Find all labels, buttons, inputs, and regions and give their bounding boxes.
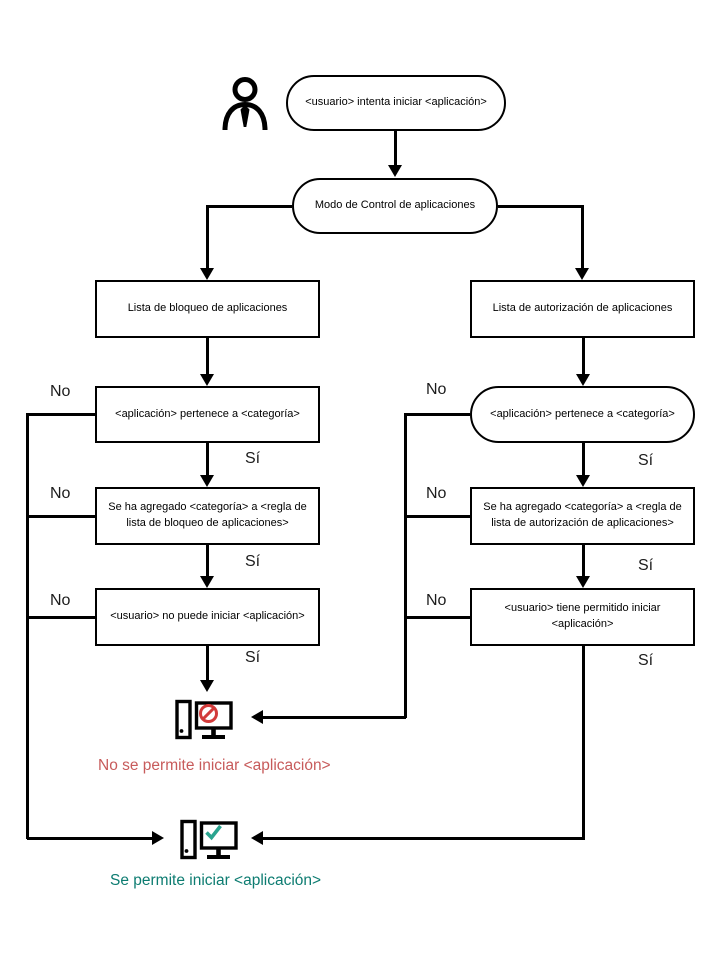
label-no-right-2: No — [426, 485, 447, 502]
edge-mode-to-allowlist-v — [581, 205, 584, 268]
edge-right-no-trunk — [404, 413, 407, 718]
label-no-left-2: No — [50, 485, 71, 502]
node-left-rule-label: Se ha agregado <categoría> a <regla de l… — [108, 501, 307, 529]
arrowhead-mode-to-blocklist — [200, 268, 214, 280]
node-right-rule: Se ha agregado <categoría> a <regla de l… — [470, 487, 695, 545]
node-right-result-label: <usuario> tiene permitido iniciar <aplic… — [504, 602, 661, 630]
node-allowlist: Lista de autorización de aplicaciones — [470, 280, 695, 338]
node-left-rule: Se ha agregado <categoría> a <regla de l… — [95, 487, 320, 545]
node-right-rule-label: Se ha agregado <categoría> a <regla de l… — [483, 501, 682, 529]
arrowhead-left-rule-to-result — [200, 576, 214, 588]
arrowhead-left-category-to-rule — [200, 475, 214, 487]
edge-allowlist-to-category — [582, 338, 585, 374]
edge-mode-to-blocklist-v — [206, 205, 209, 268]
node-right-category: <aplicación> pertenece a <categoría> — [470, 386, 695, 443]
edge-right-no-3 — [405, 616, 470, 619]
edge-left-no-trunk — [26, 413, 29, 839]
node-blocklist: Lista de bloqueo de aplicaciones — [95, 280, 320, 338]
edge-left-no-to-allowed — [27, 837, 152, 840]
arrowhead-left-no-to-allowed — [152, 831, 164, 845]
edge-left-category-to-rule — [206, 443, 209, 475]
edge-right-result-to-allowed-h — [263, 837, 583, 840]
edge-left-no-3 — [27, 616, 95, 619]
arrowhead-right-to-allowed — [251, 831, 263, 845]
label-no-left-3: No — [50, 592, 71, 609]
computer-allowed-icon — [180, 819, 238, 860]
edge-left-rule-to-result — [206, 545, 209, 576]
node-right-result: <usuario> tiene permitido iniciar <aplic… — [470, 588, 695, 646]
edge-right-no-2 — [405, 515, 470, 518]
edge-left-result-to-blocked — [206, 646, 209, 680]
edge-start-to-mode — [394, 131, 397, 165]
node-start: <usuario> intenta iniciar <aplicación> — [286, 75, 506, 131]
label-yes-left-3: Sí — [245, 649, 261, 666]
edge-right-rule-to-result — [582, 545, 585, 576]
user-icon — [222, 77, 268, 131]
label-no-right-3: No — [426, 592, 447, 609]
node-left-category: <aplicación> pertenece a <categoría> — [95, 386, 320, 443]
computer-blocked-icon — [175, 699, 233, 740]
label-no-left-1: No — [50, 383, 71, 400]
node-left-result: <usuario> no puede iniciar <aplicación> — [95, 588, 320, 646]
arrowhead-start-to-mode — [388, 165, 402, 177]
edge-right-no-to-blocked — [263, 716, 406, 719]
node-mode: Modo de Control de aplicaciones — [292, 178, 498, 234]
label-no-right-1: No — [426, 381, 447, 398]
node-start-label: <usuario> intenta iniciar <aplicación> — [305, 96, 487, 109]
edge-mode-to-blocklist-h — [206, 205, 292, 208]
arrowhead-mode-to-allowlist — [575, 268, 589, 280]
outcome-blocked-text: No se permite iniciar <aplicación> — [98, 757, 331, 774]
edge-mode-to-allowlist-h — [498, 205, 583, 208]
label-yes-right-1: Sí — [638, 452, 654, 469]
edge-right-category-to-rule — [582, 443, 585, 475]
arrowhead-blocklist-to-category — [200, 374, 214, 386]
outcome-allowed-text: Se permite iniciar <aplicación> — [110, 872, 322, 889]
node-right-category-label: <aplicación> pertenece a <categoría> — [490, 407, 675, 420]
label-yes-right-3: Sí — [638, 652, 654, 669]
edge-blocklist-to-category — [206, 338, 209, 374]
edge-left-no-2 — [27, 515, 95, 518]
edge-right-no-1 — [405, 413, 470, 416]
label-yes-left-2: Sí — [245, 553, 261, 570]
label-yes-left-1: Sí — [245, 450, 261, 467]
node-blocklist-label: Lista de bloqueo de aplicaciones — [127, 302, 288, 315]
arrowhead-right-category-to-rule — [576, 475, 590, 487]
node-left-result-label: <usuario> no puede iniciar <aplicación> — [110, 610, 305, 623]
arrowhead-right-rule-to-result — [576, 576, 590, 588]
edge-left-no-1 — [27, 413, 95, 416]
arrowhead-right-no-to-blocked — [251, 710, 263, 724]
node-allowlist-label: Lista de autorización de aplicaciones — [492, 302, 673, 315]
arrowhead-left-result-to-blocked — [200, 680, 214, 692]
node-left-category-label: <aplicación> pertenece a <categoría> — [115, 407, 300, 420]
edge-right-result-to-allowed-v — [582, 646, 585, 840]
label-yes-right-2: Sí — [638, 557, 654, 574]
arrowhead-allowlist-to-category — [576, 374, 590, 386]
node-mode-label: Modo de Control de aplicaciones — [314, 199, 476, 212]
